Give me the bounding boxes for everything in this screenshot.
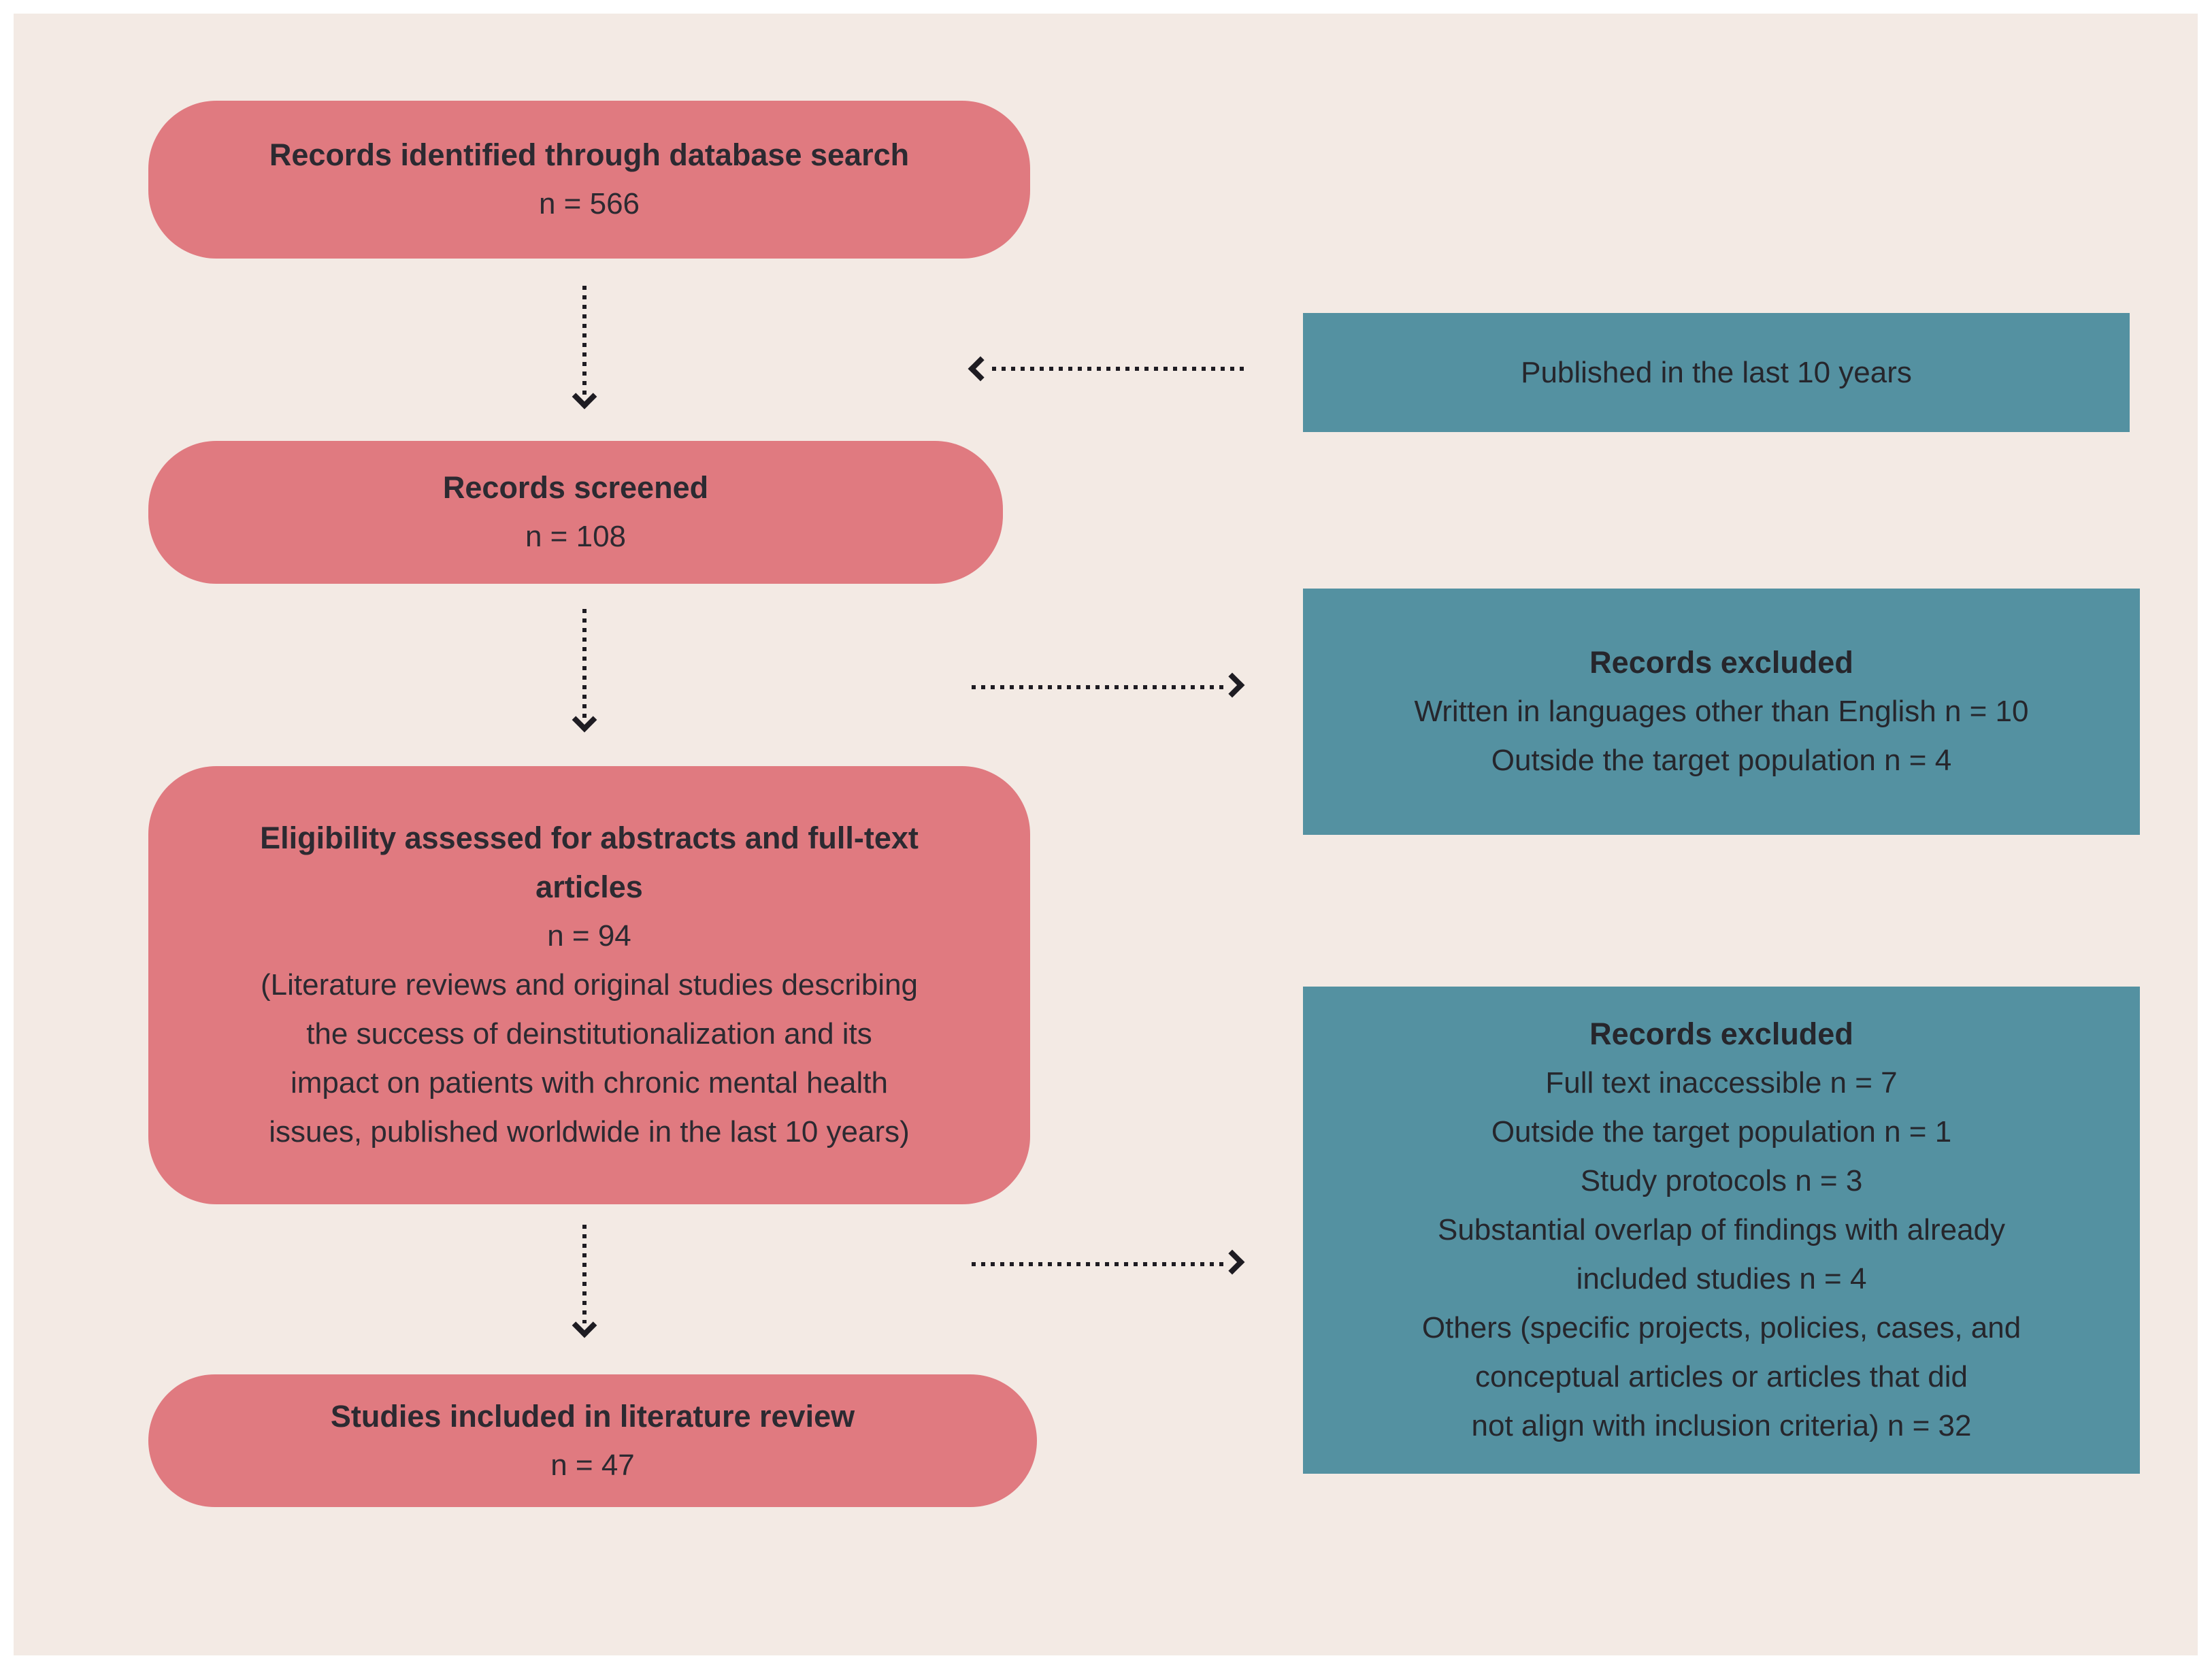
records-excluded-screening-lines: Written in languages other than English …	[1414, 695, 2029, 777]
arrowhead-down-icon	[572, 707, 597, 733]
arrow-records-excluded-eligibility-line	[972, 1262, 1223, 1266]
flow-box-records-screened: Records screened n = 108	[148, 441, 1003, 584]
eligibility-title: Eligibility assessed for abstracts and f…	[260, 821, 919, 904]
arrowhead-right-icon	[1219, 672, 1245, 698]
records-excluded-eligibility-lines: Full text inaccessible n = 7 Outside the…	[1421, 1066, 2021, 1442]
arrow-screened-to-eligibility-line	[582, 609, 587, 718]
studies-included-count: n = 47	[550, 1448, 635, 1482]
criteria-box-published-last-10-years: Published in the last 10 years	[1303, 313, 2130, 432]
diagram-canvas: Records identified through database sear…	[14, 14, 2198, 1655]
arrow-identified-to-screened-line	[582, 286, 587, 395]
arrowhead-down-icon	[572, 384, 597, 410]
criteria-box-records-excluded-eligibility: Records excluded Full text inaccessible …	[1303, 987, 2140, 1474]
eligibility-count: n = 94	[547, 919, 631, 953]
arrowhead-left-icon	[968, 356, 993, 382]
arrow-eligibility-to-included-line	[582, 1225, 587, 1323]
criteria-box-records-excluded-screening: Records excluded Written in languages ot…	[1303, 589, 2140, 835]
flow-box-eligibility-assessed: Eligibility assessed for abstracts and f…	[148, 766, 1030, 1204]
records-excluded-screening-title: Records excluded	[1589, 645, 1853, 680]
arrowhead-right-icon	[1219, 1249, 1245, 1275]
flow-box-studies-included: Studies included in literature review n …	[148, 1374, 1037, 1507]
flow-box-records-identified: Records identified through database sear…	[148, 101, 1030, 259]
published-criteria-text: Published in the last 10 years	[1521, 355, 1912, 389]
records-screened-title: Records screened	[442, 470, 709, 505]
arrowhead-down-icon	[572, 1312, 597, 1338]
records-identified-count: n = 566	[538, 187, 640, 220]
eligibility-description: (Literature reviews and original studies…	[260, 968, 919, 1149]
records-identified-title: Records identified through database sear…	[269, 137, 910, 172]
records-excluded-eligibility-title: Records excluded	[1589, 1017, 1853, 1051]
arrow-records-excluded-screening-line	[972, 685, 1223, 689]
records-screened-count: n = 108	[525, 520, 627, 553]
studies-included-title: Studies included in literature review	[330, 1398, 855, 1434]
arrow-published-criteria-line	[992, 367, 1244, 371]
